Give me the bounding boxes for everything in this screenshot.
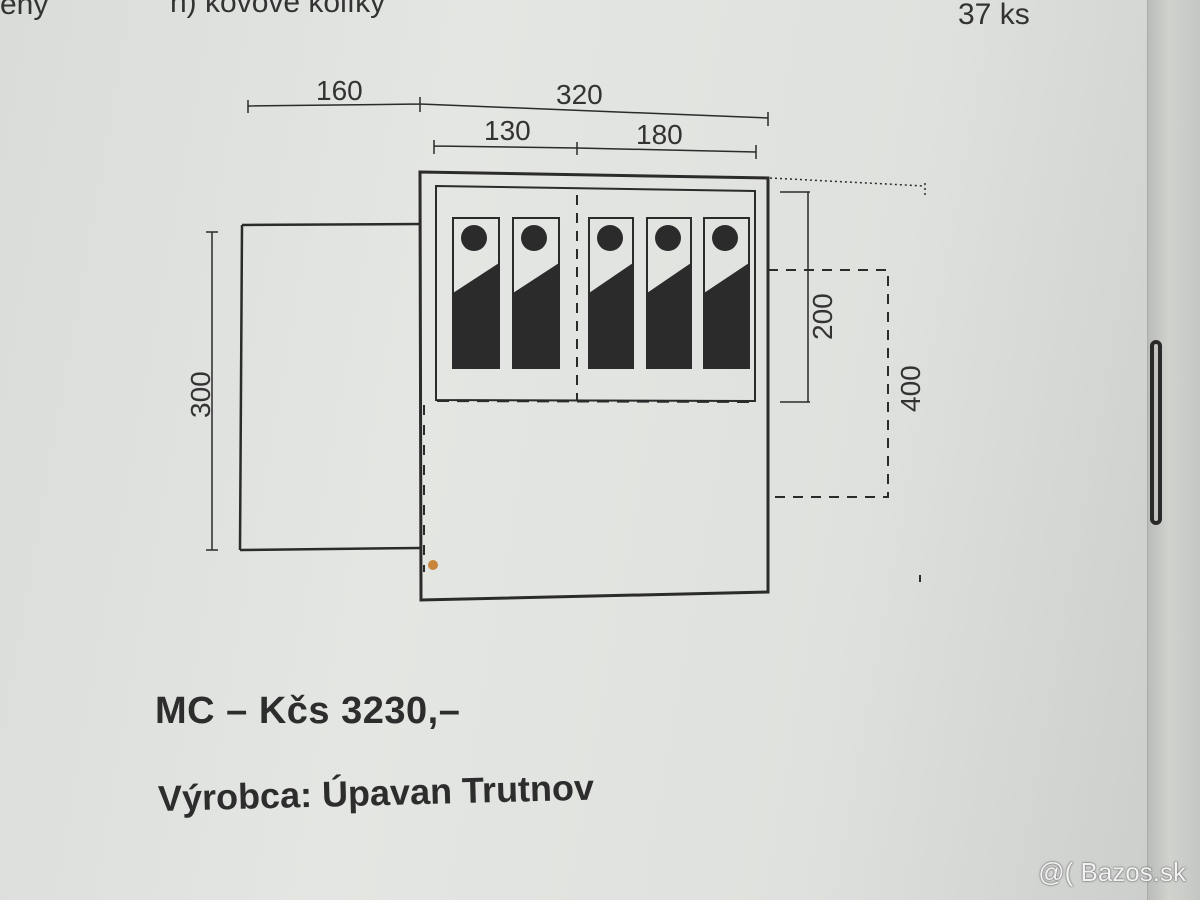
dim-line-200 <box>780 191 810 403</box>
main-box <box>418 170 770 602</box>
dashed-bottom-panel <box>436 400 756 403</box>
dim-line-180 <box>576 145 757 159</box>
stain-dot <box>428 560 438 570</box>
dim-label-400: 400 <box>895 365 926 412</box>
device-unit <box>452 217 500 369</box>
dim-label-160: 160 <box>316 75 363 106</box>
dim-line-320 <box>419 103 769 126</box>
device-row <box>452 217 750 369</box>
device-unit <box>703 217 750 369</box>
device-unit <box>646 217 692 369</box>
dim-line-top-right <box>769 177 926 198</box>
top-fragment-left: eny <box>0 0 49 21</box>
dashed-extension-box <box>768 269 889 498</box>
device-unit <box>588 217 634 369</box>
inner-panel <box>435 184 756 403</box>
dim-label-320: 320 <box>556 79 603 110</box>
dim-label-180: 180 <box>636 119 683 150</box>
page-edge <box>1147 0 1200 900</box>
dim-label-200: 200 <box>807 293 838 340</box>
left-side-box <box>238 222 421 552</box>
device-unit <box>512 217 560 369</box>
dim-label-300: 300 <box>185 371 216 418</box>
watermark: @( Bazos.sk <box>1038 857 1186 887</box>
dim-label-130: 130 <box>484 115 531 146</box>
binder-clip <box>1150 340 1162 525</box>
top-fragment-middle: n) kovové kolíky <box>170 0 386 19</box>
price-text: MC – Kčs 3230,– <box>155 690 461 732</box>
dim-line-300 <box>206 231 218 551</box>
quantity-text: 37 ks <box>958 0 1030 31</box>
